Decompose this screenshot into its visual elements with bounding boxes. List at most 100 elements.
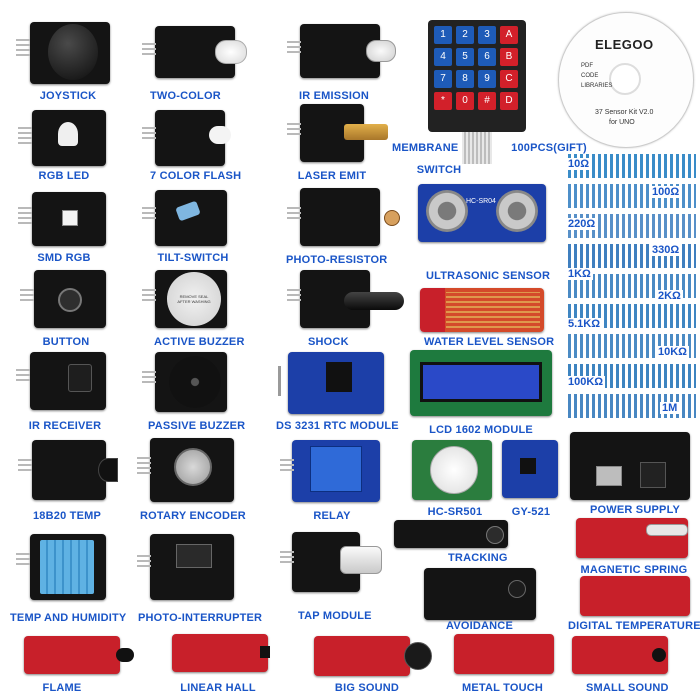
photo-resistor-module — [300, 188, 400, 246]
keypad-key[interactable]: 0 — [456, 92, 474, 110]
ultrasonic-transducer-right — [496, 190, 538, 232]
label-ir-receiver: IR RECEIVER — [28, 420, 102, 432]
resistor-label: 220Ω — [566, 218, 598, 230]
photo-resistor — [384, 210, 400, 226]
label-relay: RELAY — [313, 510, 351, 522]
relay-pins — [280, 456, 294, 474]
rtc-pins — [278, 366, 281, 396]
keypad-key[interactable]: * — [434, 92, 452, 110]
label-passive-buzzer: PASSIVE BUZZER — [148, 420, 246, 432]
laser-emit-module — [300, 104, 388, 162]
keypad-key[interactable]: 9 — [478, 70, 496, 88]
shock-module — [300, 270, 404, 328]
usb-port — [596, 466, 622, 486]
keypad-key[interactable]: 5 — [456, 48, 474, 66]
lcd-module — [410, 350, 552, 416]
dht-sensor — [40, 540, 94, 594]
label-ir-emission: IR EMISSION — [298, 90, 370, 102]
tap-module — [292, 532, 382, 592]
photo-interrupter-module — [150, 534, 234, 600]
label-resistors-gift: 100PCS(GIFT) — [511, 142, 587, 154]
water-level-traces — [446, 292, 540, 328]
small-microphone — [652, 648, 666, 662]
cd-disc: ELEGOO PDF CODE LIBRARIES 37 Sensor Kit … — [558, 12, 694, 148]
label-lcd: LCD 1602 MODULE — [429, 424, 533, 436]
hall-sensor — [260, 646, 270, 658]
keypad-key[interactable]: C — [500, 70, 518, 88]
cd-hole — [609, 63, 641, 95]
label-switch: SWITCH — [416, 164, 462, 176]
temp-humidity-pins — [16, 550, 30, 568]
ir-receiver-pins — [16, 366, 30, 384]
cd-line2: CODE — [581, 73, 599, 79]
label-tracking: TRACKING — [448, 552, 508, 564]
label-joystick: JOYSTICK — [39, 90, 97, 102]
ir-receiver-module — [30, 352, 106, 410]
seven-color-led — [209, 126, 231, 144]
label-laser-emit: LASER EMIT — [297, 170, 367, 182]
keypad-key[interactable]: D — [500, 92, 518, 110]
label-rgb-led: RGB LED — [38, 170, 90, 182]
label-small-sound: SMALL SOUND — [586, 682, 669, 694]
resistor-label: 10Ω — [566, 158, 592, 170]
flame-sensor — [116, 648, 134, 662]
photo-resistor-pins — [287, 204, 301, 222]
avoidance-module — [424, 568, 536, 620]
label-two-color: TWO-COLOR — [150, 90, 221, 102]
keypad-key[interactable]: 3 — [478, 26, 496, 44]
rgb-led-pins — [18, 124, 32, 147]
label-photo-interrupter: PHOTO-INTERRUPTER — [138, 612, 263, 624]
membrane-keypad: 1 2 3 A 4 5 6 B 7 8 9 C * 0 # D — [428, 20, 526, 132]
passive-buzzer-module — [155, 352, 227, 412]
keypad-key[interactable]: 4 — [434, 48, 452, 66]
gy-521-chip — [520, 458, 536, 474]
label-water-level: WATER LEVEL SENSOR — [424, 336, 555, 348]
keypad-key[interactable]: 6 — [478, 48, 496, 66]
power-supply-module — [570, 432, 690, 500]
two-color-led — [215, 40, 247, 64]
tracking-sensor — [486, 526, 504, 544]
rotary-encoder-module — [150, 438, 234, 502]
gy-521-module — [502, 440, 558, 498]
active-buzzer: REMOVE SEAL AFTER WASHING — [167, 272, 221, 326]
shock-pins — [287, 286, 301, 304]
photo-interrupter-pins — [137, 552, 151, 570]
label-active-buzzer: ACTIVE BUZZER — [154, 336, 245, 348]
tilt-pins — [142, 204, 156, 222]
joystick-pins — [16, 36, 30, 59]
resistor-label: 100Ω — [650, 186, 682, 198]
label-flame: FLAME — [42, 682, 82, 694]
keypad-key[interactable]: 1 — [434, 26, 452, 44]
resistor-label: 330Ω — [650, 244, 682, 256]
shock-sensor — [344, 292, 404, 310]
rtc-chip — [326, 362, 352, 392]
keypad-key[interactable]: 8 — [456, 70, 474, 88]
rotary-knob[interactable] — [174, 448, 212, 486]
push-button[interactable] — [58, 288, 82, 312]
keypad-key[interactable]: A — [500, 26, 518, 44]
keypad-key[interactable]: # — [478, 92, 496, 110]
two-color-module — [155, 26, 247, 78]
keypad-key[interactable]: 7 — [434, 70, 452, 88]
keypad-ribbon-cable — [462, 132, 492, 164]
smd-led — [62, 210, 78, 226]
label-digital-temperature: DIGITAL TEMPERATURE — [568, 620, 700, 632]
label-power-supply: POWER SUPPLY — [590, 504, 681, 516]
cd-for: for UNO — [609, 119, 635, 126]
button-module — [34, 270, 106, 328]
keypad-key[interactable]: B — [500, 48, 518, 66]
resistor-label: 1M — [660, 402, 680, 414]
lcd-screen — [420, 362, 542, 402]
resistor-label: 100KΩ — [566, 376, 606, 388]
big-sound-module — [314, 636, 432, 676]
pir-dome — [430, 446, 478, 494]
temp-18b20-pins — [18, 456, 32, 474]
tap-pins — [280, 548, 294, 566]
ir-emission-pins — [287, 38, 301, 56]
label-magnetic-spring: MAGNETIC SPRING — [580, 564, 688, 576]
keypad-key[interactable]: 2 — [456, 26, 474, 44]
button-pins — [20, 286, 34, 304]
resistor-label: 2KΩ — [656, 290, 683, 302]
water-level-module — [420, 288, 544, 332]
rgb-led-module — [32, 110, 106, 166]
